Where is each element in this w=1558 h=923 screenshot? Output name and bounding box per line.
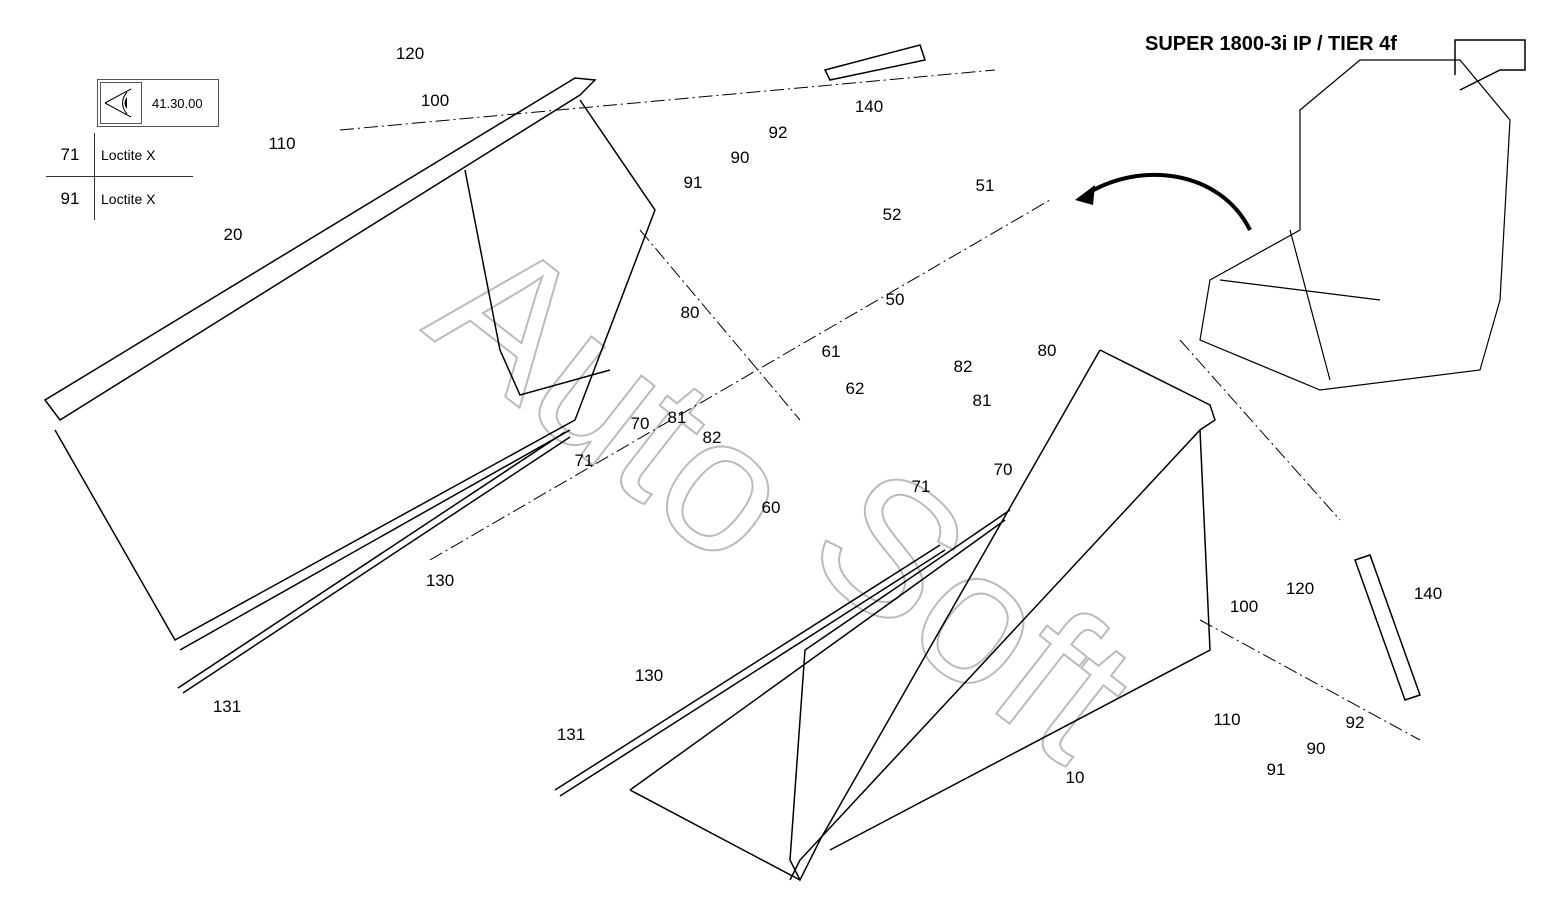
legend-table: 71 Loctite X 91 Loctite X: [46, 133, 193, 220]
callout-10[interactable]: 10: [1066, 768, 1085, 787]
callout-130[interactable]: 130: [635, 666, 663, 685]
legend-number: 91: [60, 188, 80, 208]
callout-90[interactable]: 90: [731, 148, 750, 167]
callout-120[interactable]: 120: [396, 44, 424, 63]
callout-52[interactable]: 52: [883, 205, 902, 224]
eye-view-icon: [100, 82, 142, 124]
callout-91[interactable]: 91: [1267, 760, 1286, 779]
callout-100[interactable]: 100: [1230, 597, 1258, 616]
callout-131[interactable]: 131: [557, 725, 585, 744]
shafts: [177, 431, 946, 797]
callout-60[interactable]: 60: [762, 498, 781, 517]
callout-62[interactable]: 62: [846, 379, 865, 398]
callout-80[interactable]: 80: [1038, 341, 1057, 360]
right-hopper: [629, 349, 1216, 882]
callout-92[interactable]: 92: [1346, 713, 1365, 732]
callout-80[interactable]: 80: [681, 303, 700, 322]
callout-51[interactable]: 51: [976, 176, 995, 195]
callout-92[interactable]: 92: [769, 123, 788, 142]
callout-110[interactable]: 110: [268, 134, 295, 153]
callout-140[interactable]: 140: [1414, 584, 1442, 603]
watermark: Auto Soft: [394, 194, 1173, 801]
reference-code: 41.30.00: [152, 95, 203, 111]
callout-70[interactable]: 70: [631, 414, 650, 433]
cylinder-140-top: [823, 44, 926, 81]
callout-110[interactable]: 110: [1213, 710, 1240, 729]
callout-82[interactable]: 82: [954, 357, 973, 376]
legend-row: 71 Loctite X: [46, 133, 193, 176]
center-lines: [339, 69, 1421, 741]
callout-91[interactable]: 91: [684, 173, 703, 192]
legend-row: 91 Loctite X: [46, 177, 193, 220]
model-title: SUPER 1800-3i IP / TIER 4f: [1145, 33, 1397, 55]
rotation-arrowhead-icon: [1075, 185, 1095, 205]
callout-140[interactable]: 140: [855, 97, 883, 116]
callout-82[interactable]: 82: [703, 428, 722, 447]
rotation-arrow-icon: [1083, 172, 1252, 231]
reference-box[interactable]: 41.30.00: [97, 79, 219, 127]
legend-note: Loctite X: [94, 177, 155, 220]
callout-labels: 120 100 110 140 92 91 90 20 52 51 50 80 61 62 82 80 81 70…: [213, 44, 1442, 787]
legend-number: 71: [60, 144, 80, 164]
callout-20[interactable]: 20: [224, 225, 243, 244]
callout-81[interactable]: 81: [668, 408, 687, 427]
callout-131[interactable]: 131: [213, 697, 241, 716]
left-hopper: [43, 77, 656, 651]
callout-50[interactable]: 50: [886, 290, 905, 309]
callout-90[interactable]: 90: [1307, 739, 1326, 758]
callout-70[interactable]: 70: [994, 460, 1013, 479]
paver-machine: [1199, 39, 1526, 391]
callout-100[interactable]: 100: [421, 91, 449, 110]
callout-120[interactable]: 120: [1286, 579, 1314, 598]
callout-130[interactable]: 130: [426, 571, 454, 590]
legend-divider: [46, 176, 193, 177]
cylinder-140-right: [1354, 554, 1421, 701]
callout-71[interactable]: 71: [912, 477, 931, 496]
callout-81[interactable]: 81: [973, 391, 992, 410]
callout-61[interactable]: 61: [822, 342, 841, 361]
legend-note: Loctite X: [94, 133, 155, 176]
callout-71[interactable]: 71: [575, 451, 594, 470]
